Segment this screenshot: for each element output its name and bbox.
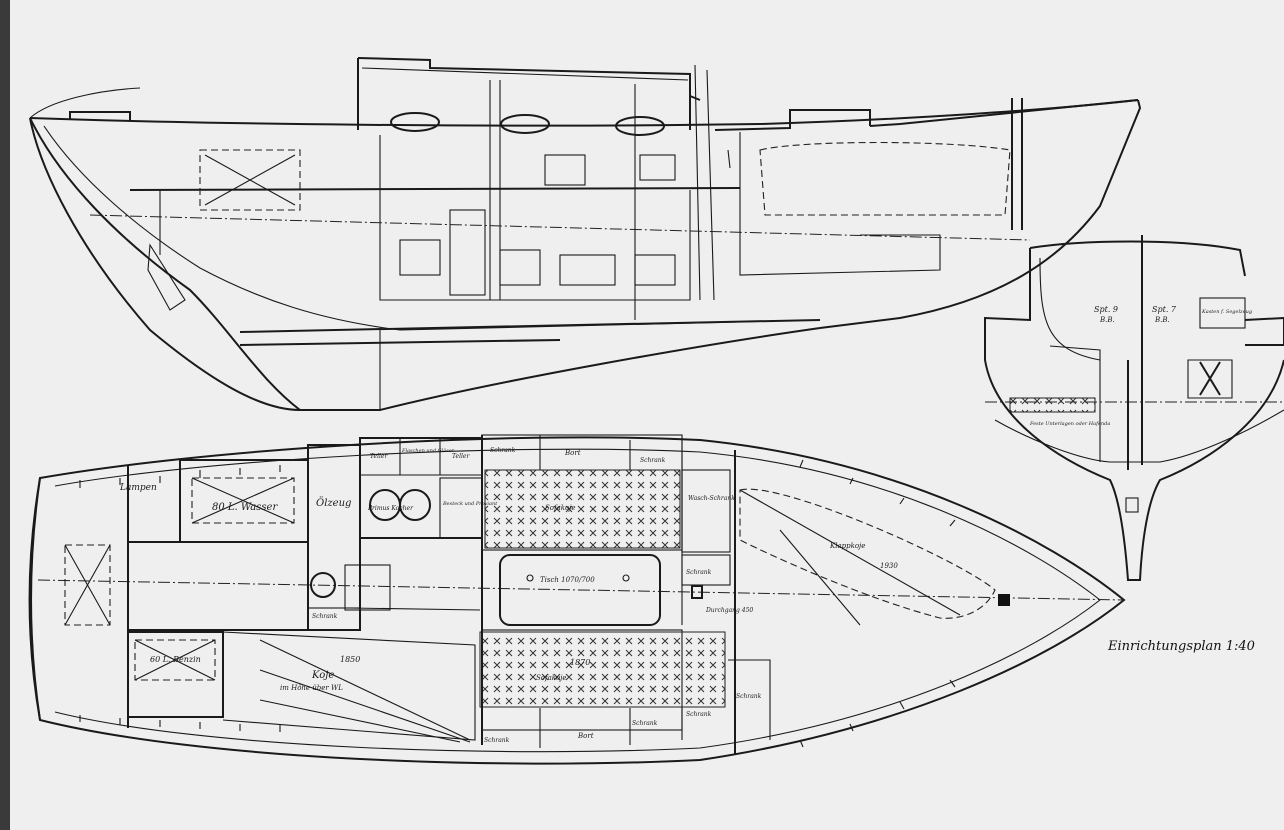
label-teller-2: Teller <box>452 453 470 460</box>
label-schrank-small: Schrank <box>312 613 338 620</box>
midship-section-view <box>984 235 1284 581</box>
label-besteck: Besteck und Proviant <box>442 501 498 507</box>
label-spt9: Spt. 9 <box>1094 305 1118 314</box>
label-klappkoje: Klappkoje <box>829 542 865 550</box>
label-primus: Primus Kocher <box>367 505 414 512</box>
label-flaschen: Flaschen und Gläser <box>401 448 455 454</box>
drawing-labels: Lampen 80 L. Wasser Ölzeug Teller Flasch… <box>119 305 1255 744</box>
label-durchgang: Durchgang 450 <box>705 607 753 614</box>
label-bb-2: B.B. <box>1154 316 1170 324</box>
label-bort-top: Bort <box>564 449 581 457</box>
label-wasser: 80 L. Wasser <box>212 502 278 513</box>
label-sofakoje-bottom: Sofakoje <box>536 674 567 682</box>
label-teller-1: Teller <box>370 453 388 460</box>
label-schrank-bot-1: Schrank <box>484 737 510 744</box>
label-koje-note: im Höhe über WL <box>280 684 343 692</box>
label-benzin: 60 L. Benzin <box>150 655 201 664</box>
label-dim-1870: 1870 <box>570 658 590 667</box>
label-section-note-2: Feste Unterlagen oder Hafenda <box>1029 421 1110 427</box>
sheet-edge <box>0 0 10 830</box>
label-section-note-1: Kasten f. Segelzeug <box>1201 309 1252 315</box>
label-spt7: Spt. 7 <box>1152 305 1177 314</box>
label-schrank-bot-3: Schrank <box>686 711 712 718</box>
label-olzeug: Ölzeug <box>316 497 351 509</box>
label-schrank-top-1: Schrank <box>490 447 516 454</box>
label-schrank-mid: Schrank <box>686 569 712 576</box>
label-bort-bot: Bort <box>577 732 594 740</box>
label-sofakoje-top: Sofakoje <box>545 504 576 512</box>
drawing-title: Einrichtungsplan 1:40 <box>1107 639 1255 654</box>
label-bb-1: B.B. <box>1099 316 1115 324</box>
label-klappkoje-dim: 1930 <box>880 562 898 570</box>
label-waschschrank: Wasch-Schrank <box>688 495 735 502</box>
side-profile-view <box>29 57 1142 411</box>
label-schrank-bot-2: Schrank <box>632 720 658 727</box>
label-schrank-bot-4: Schrank <box>736 693 762 700</box>
label-koje: Koje <box>311 670 334 681</box>
label-lampen: Lampen <box>119 483 157 493</box>
label-schrank-top-2: Schrank <box>640 457 666 464</box>
plan-view <box>28 434 1126 765</box>
label-dim-1850: 1850 <box>340 655 360 664</box>
label-tisch: Tisch 1070/700 <box>540 576 595 584</box>
